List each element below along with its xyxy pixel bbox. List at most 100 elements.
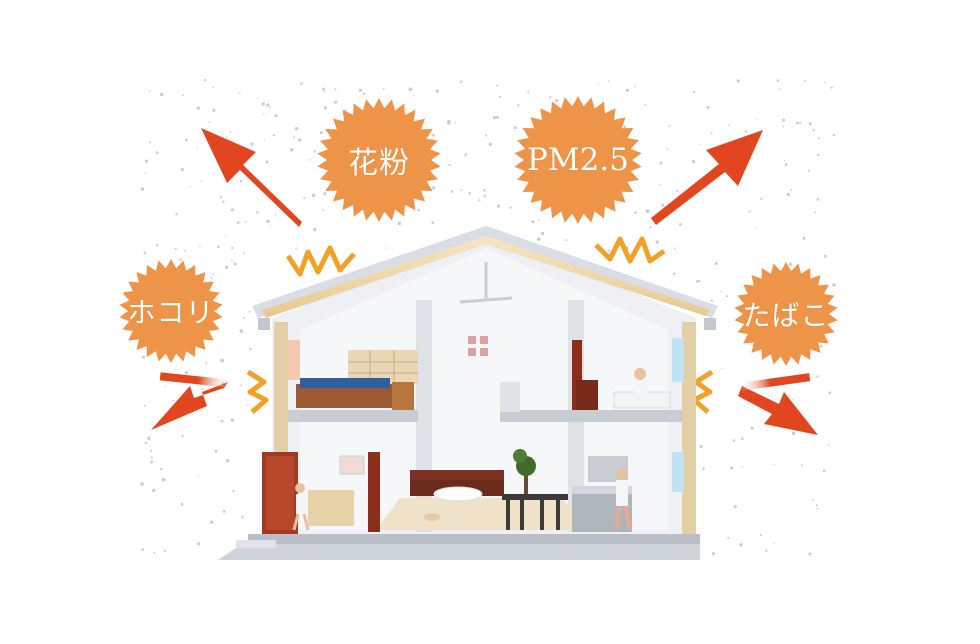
speckle — [661, 203, 665, 207]
speckle — [233, 262, 237, 266]
speckle — [216, 245, 220, 249]
speckle — [199, 180, 202, 182]
speckle — [247, 404, 249, 406]
window-right-upper — [672, 338, 684, 382]
speckle — [241, 515, 244, 519]
speckle — [224, 235, 227, 237]
speckle — [649, 226, 652, 229]
speckle — [454, 122, 456, 124]
speckle — [140, 482, 144, 486]
speckle — [385, 247, 387, 249]
speckle — [808, 122, 812, 126]
speckle — [450, 190, 454, 193]
speckle — [239, 179, 243, 183]
speckle — [710, 132, 713, 135]
speckle — [816, 375, 819, 378]
coffee-table — [433, 486, 483, 502]
speckle — [668, 125, 671, 127]
speckle — [142, 355, 146, 359]
speckle — [691, 160, 696, 164]
speckle — [185, 138, 188, 142]
label-tobacco: たばこ — [742, 299, 830, 332]
speckle — [174, 247, 177, 250]
speckle — [204, 78, 207, 82]
speckle — [230, 259, 233, 262]
speckle — [634, 85, 636, 88]
speckle — [812, 129, 815, 132]
speckle — [432, 133, 435, 137]
speckle — [699, 444, 703, 448]
speckle — [149, 141, 152, 144]
speckle — [672, 272, 676, 276]
speckle — [791, 398, 794, 400]
speckle — [184, 371, 189, 375]
speckle — [816, 153, 820, 157]
arrow-lower-left — [151, 372, 231, 430]
speckle — [201, 388, 204, 391]
speckle — [182, 94, 184, 96]
speckle — [189, 185, 191, 188]
speckle — [214, 449, 218, 453]
speckle — [816, 198, 820, 201]
speckle — [309, 159, 311, 161]
speckle — [791, 431, 796, 436]
speckle — [782, 125, 785, 128]
dresser — [576, 380, 598, 410]
speckle — [699, 143, 701, 146]
speckle — [265, 160, 269, 164]
speckle — [816, 508, 819, 510]
speckle — [232, 489, 235, 493]
arrow-upper-right — [651, 130, 763, 225]
speckle — [537, 219, 540, 221]
speckle — [659, 161, 663, 165]
speckle — [184, 249, 186, 252]
speckle — [772, 542, 775, 545]
speckle — [319, 131, 323, 135]
window-top-small — [468, 336, 488, 356]
speckle — [313, 150, 316, 153]
ceiling-fan — [459, 262, 513, 304]
speckle — [478, 199, 481, 202]
speckle — [150, 460, 153, 464]
speckle — [150, 449, 153, 452]
speckle — [266, 103, 270, 107]
speckle — [499, 95, 502, 98]
speckle — [460, 189, 463, 192]
speckle — [153, 552, 156, 554]
speckle — [274, 114, 278, 118]
speckle — [230, 418, 235, 423]
speckle — [209, 520, 214, 524]
speckle — [495, 84, 498, 87]
speckle — [720, 290, 722, 292]
speckle — [822, 469, 826, 473]
person-kitchen — [615, 468, 632, 531]
speckle — [710, 299, 714, 303]
speckle — [623, 125, 627, 129]
speckle — [755, 227, 757, 229]
speckle — [678, 223, 682, 226]
speckle — [824, 81, 827, 84]
speckle — [435, 89, 439, 93]
speckle — [156, 243, 159, 247]
speckle — [238, 91, 241, 94]
speckle — [727, 536, 730, 539]
speckle — [459, 80, 463, 84]
speckle — [303, 197, 306, 200]
speckle — [832, 133, 836, 137]
speckle — [697, 279, 701, 283]
speckle — [242, 317, 245, 320]
speckle — [163, 549, 167, 552]
speckle — [230, 208, 234, 212]
speckle — [293, 135, 296, 138]
speckle — [517, 104, 520, 107]
plant — [513, 449, 536, 500]
dog — [424, 513, 440, 521]
speckle — [272, 134, 276, 137]
wall-picture — [339, 455, 365, 475]
speckle — [222, 510, 226, 513]
speckle — [733, 505, 737, 509]
speckle — [483, 189, 486, 192]
door-mid — [368, 452, 380, 532]
speckle — [408, 87, 413, 91]
speckle — [313, 227, 317, 232]
